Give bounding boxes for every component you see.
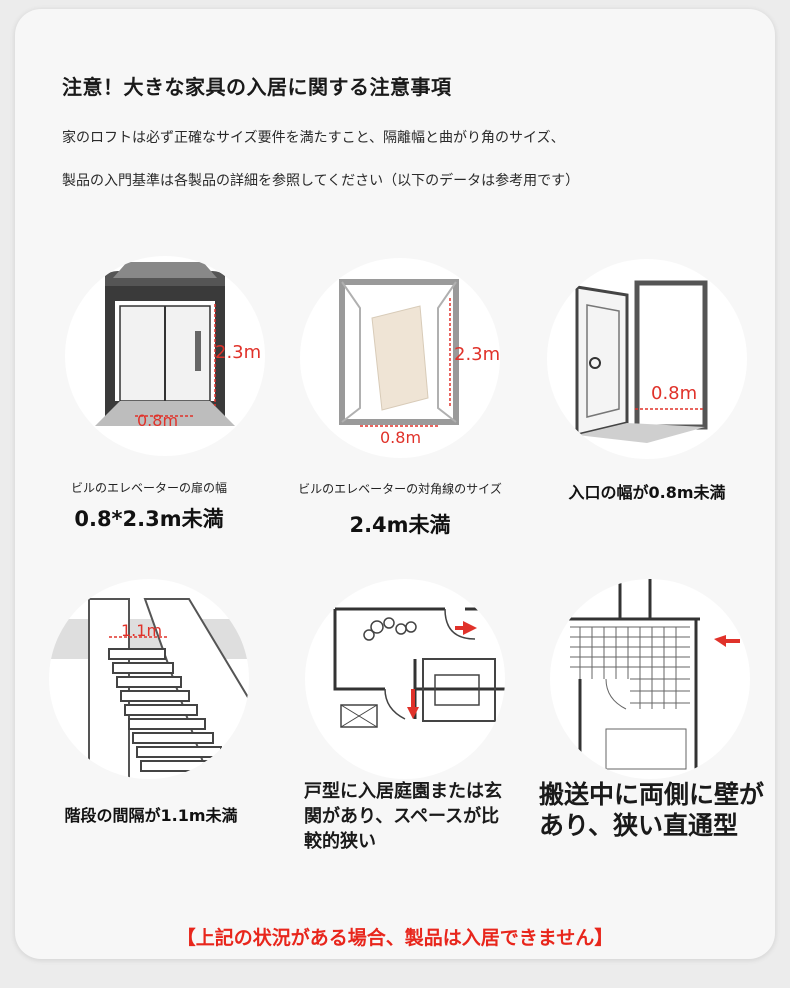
item-4-label: 階段の間隔が1.1m未満: [64, 806, 238, 825]
elevator-door-illustration: 2.3m 0.8m: [65, 256, 265, 456]
narrow-corridor-illustration: [550, 579, 750, 779]
item-2-label: ビルのエレベーターの対角線のサイズ: [298, 482, 502, 496]
item-2-value: 2.4m未満: [349, 513, 451, 537]
width-measure-label: 0.8m: [137, 411, 179, 430]
garden-entrance-illustration: [305, 579, 505, 779]
item-5-label: 戸型に入居庭園または玄関があり、スペースが比較的狭い: [304, 781, 502, 852]
notice-card: 注意！大きな家具の入居に関する注意事項 家のロフトは必ず正確なサイズ要件を満たす…: [15, 9, 775, 959]
item-3-label: 入口の幅が0.8m未満: [568, 483, 726, 502]
width-measure-label: 0.8m: [380, 428, 422, 447]
item-1-label: ビルのエレベーターの扉の幅: [70, 481, 227, 495]
stairs-illustration: 1.1m: [49, 579, 249, 779]
height-measure-label: 2.3m: [454, 344, 500, 365]
item-6-label: 搬送中に両側に壁があり、狭い直通型: [539, 780, 765, 840]
elevator-diagonal-illustration: 2.3m 0.8m: [300, 258, 500, 458]
height-measure-label: 2.3m: [215, 342, 262, 363]
warning-banner: 【上記の状況がある場合、製品は入居できません】: [176, 927, 614, 949]
entrance-door-illustration: 0.8m: [547, 259, 747, 459]
width-measure-label: 0.8m: [651, 383, 698, 404]
width-measure-label: 1.1m: [121, 621, 163, 640]
item-1-value: 0.8*2.3m未満: [74, 507, 224, 531]
description-line-1: 家のロフトは必ず正確なサイズ要件を満たすこと、隔離幅と曲がり角のサイズ、: [62, 130, 565, 146]
page-title: 注意！大きな家具の入居に関する注意事項: [62, 75, 452, 99]
description-line-2: 製品の入門基準は各製品の詳細を参照してください（以下のデータは参考用です）: [62, 173, 580, 189]
